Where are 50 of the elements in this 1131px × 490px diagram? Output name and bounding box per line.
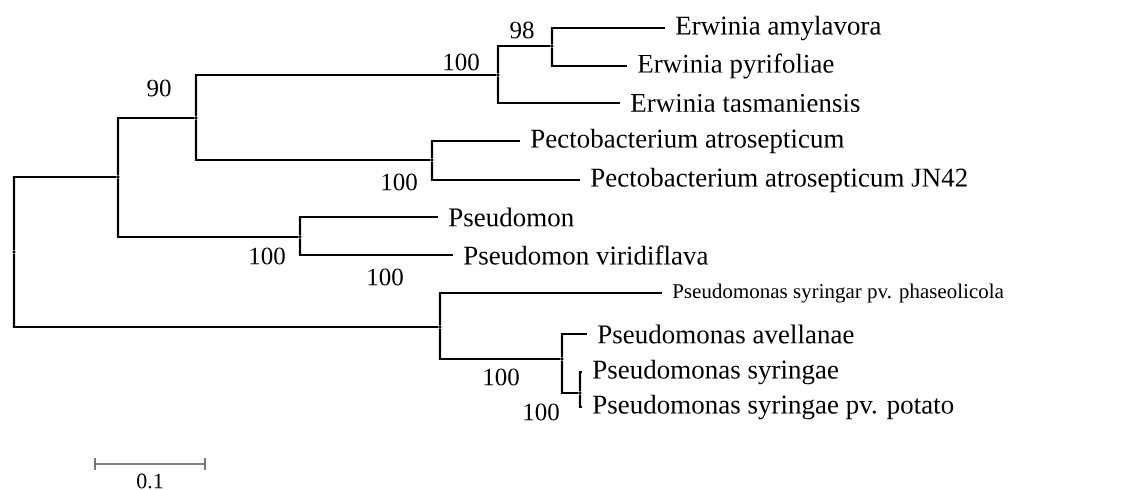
- bootstrap-value: 90: [147, 79, 171, 97]
- tree-branch: [430, 161, 580, 182]
- leaf-label: Pseudomon viridiflava: [464, 245, 709, 265]
- tree-branch: [12, 253, 439, 329]
- tree-branch: [194, 119, 431, 162]
- tree-branch: [496, 44, 551, 74]
- tree-branch: [578, 370, 583, 392]
- bootstrap-value: 100: [368, 268, 403, 286]
- tree-branch: [550, 26, 665, 45]
- leaf-label: Pectobacterium atrosepticum: [531, 128, 844, 154]
- tree-branch: [116, 116, 195, 176]
- bootstrap-value: 100: [524, 403, 559, 421]
- branch-point: [578, 391, 582, 395]
- bootstrap-value: 100: [484, 368, 519, 386]
- scale-label: 0.1: [137, 473, 163, 489]
- bootstrap-value: 100: [444, 53, 479, 71]
- tree-branch: [298, 238, 453, 257]
- leaf-label: Pectobacterium atrosepticum JN42: [591, 167, 967, 193]
- tree-branch: [578, 394, 583, 409]
- tree-branch: [298, 215, 438, 236]
- tree-branch: [560, 360, 579, 395]
- branch-point: [298, 235, 302, 239]
- bootstrap-value: 98: [510, 21, 534, 39]
- tree-branch: [438, 328, 561, 361]
- tree-branch: [116, 178, 299, 239]
- leaf-label: Pseudomon: [449, 207, 574, 227]
- tree-branch: [430, 139, 520, 159]
- branch-point: [12, 250, 16, 254]
- leaf-label: Erwinia pyrifoliae: [638, 53, 834, 79]
- leaf-label: Pseudomonas syringae: [593, 359, 838, 385]
- tree-branch: [496, 76, 620, 105]
- branch-point: [560, 357, 564, 361]
- bootstrap-value: 100: [382, 173, 417, 191]
- bootstrap-value: 100: [250, 247, 285, 265]
- branch-point: [116, 175, 120, 179]
- leaf-label: Pseudomonas syringae pv. potato: [593, 394, 954, 420]
- leaf-label: Pseudomonas avellanae: [598, 324, 854, 344]
- tree-branch: [12, 175, 117, 251]
- leaf-label: Pseudomonas syringar pv. phaseolicola: [672, 283, 1004, 303]
- branch-point: [430, 158, 434, 162]
- tree-branch: [550, 47, 627, 68]
- tree-branch: [194, 73, 497, 117]
- branch-point: [438, 325, 442, 329]
- tree-branch: [560, 332, 587, 358]
- leaf-label: Erwinia tasmaniensis: [631, 93, 860, 113]
- branch-point: [550, 44, 554, 48]
- branch-point: [194, 116, 198, 120]
- leaf-label: Erwinia amylavora: [676, 15, 882, 41]
- tree-branch: [438, 291, 662, 326]
- branch-point: [496, 73, 500, 77]
